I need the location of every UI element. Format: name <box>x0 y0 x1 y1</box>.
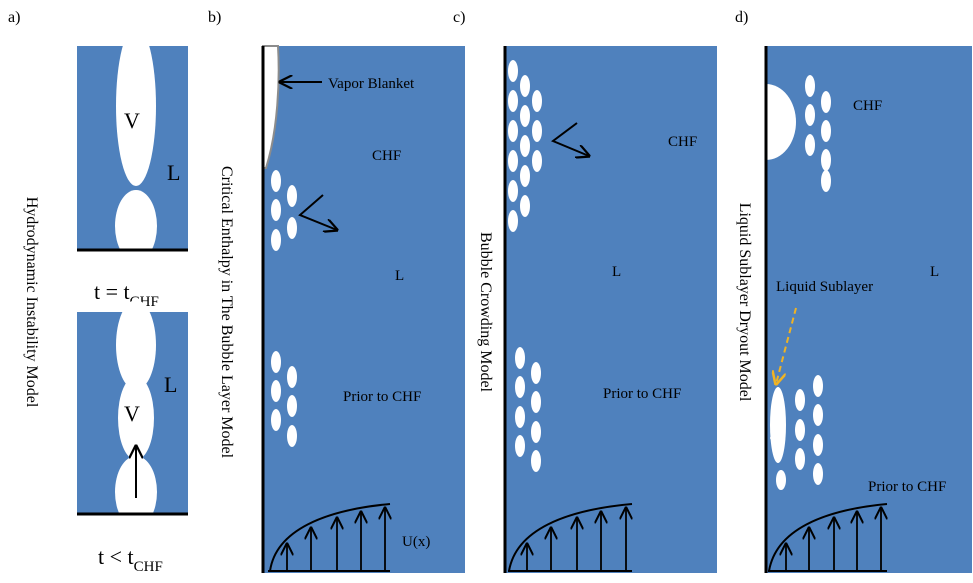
panel-b-velocity-profile <box>268 503 390 572</box>
panel-b-prior-label: Prior to CHF <box>343 389 421 405</box>
panel-a-letter: a) <box>8 9 20 26</box>
panel-b-chf-label: CHF <box>372 148 401 164</box>
panel-c-velocity-profile <box>508 503 632 572</box>
panel-a-side-title: Hydrodynamic Instability Model <box>23 197 40 408</box>
panel-a-bottom-vapor-label: V <box>124 401 140 426</box>
panel-a-bottom-liquid-label: L <box>164 372 177 397</box>
panel-b-letter: b) <box>208 9 221 26</box>
panel-b-vapor-blanket <box>262 45 280 169</box>
panel-c-chf-label: CHF <box>668 134 697 150</box>
panel-a-bottom-vapor-top <box>116 300 156 390</box>
panel-d-liquid-label: L <box>930 264 939 280</box>
panel-d-letter: d) <box>735 9 748 26</box>
panel-d-sublayer-bubble <box>770 387 786 463</box>
panel-a: a) Hydrodynamic Instability Model V L t … <box>8 9 188 575</box>
panel-b-vapor-blanket-label: Vapor Blanket <box>328 76 415 92</box>
panel-b: b) Critical Enthalpy in The Bubble Layer… <box>208 9 465 573</box>
panel-d-prior-bubbles <box>776 375 823 490</box>
panel-d: d) Liquid Sublayer Dryout Model CHF L Li… <box>735 9 972 573</box>
panel-d-chf-bubbles <box>805 75 831 192</box>
panel-a-top-liquid-label: L <box>167 160 180 185</box>
panel-b-bubble-arrow <box>298 194 337 230</box>
panel-b-chf-bubbles <box>271 170 297 251</box>
panel-d-liquid <box>765 46 972 573</box>
panel-a-top-vapor-label: V <box>124 108 140 133</box>
panel-a-bottom-vapor-mid <box>118 376 154 460</box>
panel-c-prior-label: Prior to CHF <box>603 386 681 402</box>
panel-a-mid-caption: t = tCHF <box>94 279 159 310</box>
panel-d-prior-label: Prior to CHF <box>868 479 946 495</box>
panel-c-chf-bubbles <box>508 60 542 232</box>
panel-c: c) Bubble Crowding Model CHF L <box>453 9 717 573</box>
panel-b-side-title: Critical Enthalpy in The Bubble Layer Mo… <box>218 166 235 459</box>
panel-b-velocity-label: U(x) <box>402 534 430 550</box>
panel-d-side-title: Liquid Sublayer Dryout Model <box>736 203 753 402</box>
panel-d-sublayer-arrow <box>776 307 797 384</box>
panel-a-bottom-caption: t < tCHF <box>98 544 163 575</box>
panel-d-chf-label: CHF <box>853 98 882 114</box>
panel-c-bubble-arrow <box>551 122 589 156</box>
panel-a-top-vapor-column <box>116 26 156 186</box>
panel-c-side-title: Bubble Crowding Model <box>477 232 494 393</box>
panel-d-sublayer-label: Liquid Sublayer <box>776 279 873 295</box>
panel-c-liquid-label: L <box>612 264 621 280</box>
panel-c-prior-bubbles <box>515 347 541 472</box>
panel-c-letter: c) <box>453 9 465 26</box>
panel-b-liquid <box>263 46 465 573</box>
panel-b-liquid-label: L <box>395 268 404 284</box>
panel-d-velocity-profile <box>768 503 887 572</box>
panel-b-prior-bubbles <box>271 351 297 447</box>
panel-a-top-vapor-base <box>115 190 157 262</box>
panel-d-vapor-dome <box>766 84 796 160</box>
